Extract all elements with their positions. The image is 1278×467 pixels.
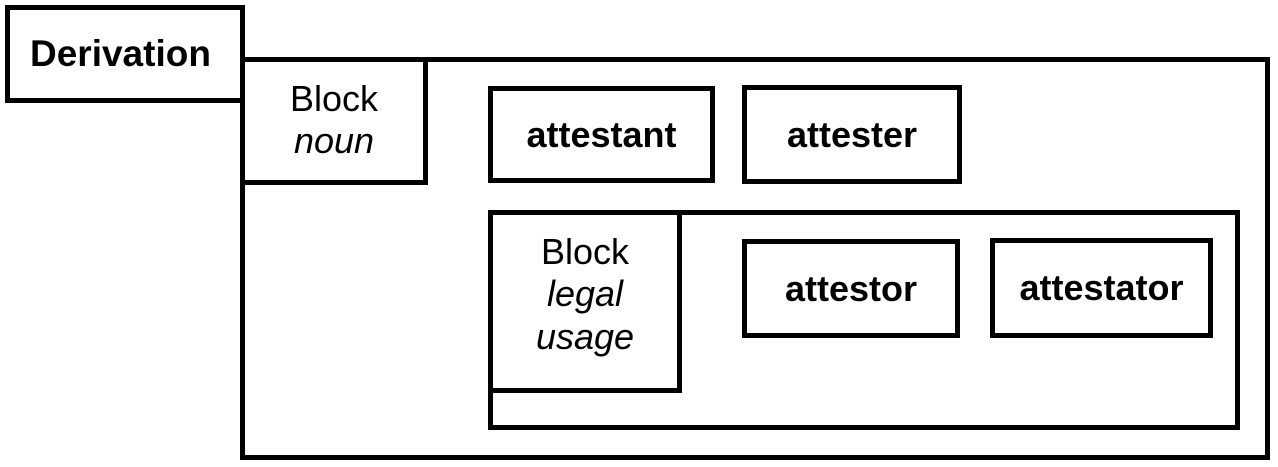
derivation-title-box: Derivation	[5, 5, 245, 103]
block-legal-usage-qualifier-line2: usage	[535, 315, 635, 357]
term-label-attester: attester	[786, 113, 918, 155]
block-noun-label-box: Block noun	[240, 57, 428, 185]
term-box-attestator: attestator	[990, 238, 1213, 338]
block-noun-qualifier-label: noun	[293, 120, 375, 162]
block-legal-usage-qualifier-line1: legal	[546, 273, 624, 315]
term-label-attestator: attestator	[1019, 267, 1184, 308]
block-legal-usage-kind-label: Block	[540, 231, 630, 272]
term-box-attester: attester	[742, 85, 962, 184]
term-label-attestor: attestor	[784, 267, 918, 309]
block-legal-usage-label-box: Block legal usage	[488, 210, 682, 393]
term-label-attestant: attestant	[526, 113, 677, 155]
term-box-attestor: attestor	[742, 239, 960, 338]
page-title: Derivation	[30, 32, 211, 74]
term-box-attestant: attestant	[488, 86, 715, 183]
block-noun-kind-label: Block	[289, 78, 379, 119]
